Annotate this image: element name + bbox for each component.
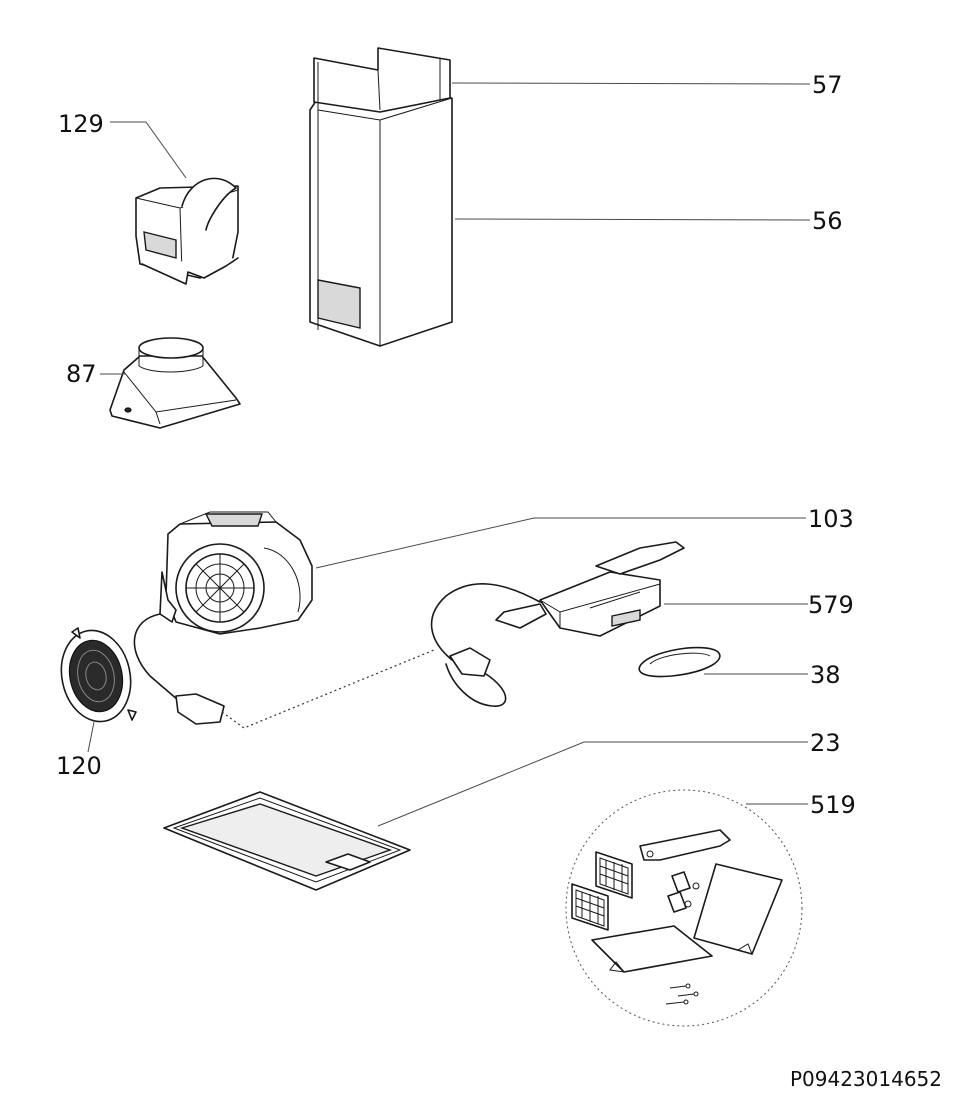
callout-57: 57 [812, 71, 843, 99]
callout-23: 23 [810, 729, 841, 757]
control-board-drawing [430, 541, 685, 707]
leader-23 [377, 741, 808, 827]
callout-129: 129 [58, 110, 104, 138]
callout-38: 38 [810, 661, 841, 689]
grease-filter-drawing [163, 791, 411, 891]
air-deflector-drawing [135, 177, 239, 285]
leader-120 [87, 721, 95, 753]
callout-56: 56 [812, 207, 843, 235]
leader-103 [315, 517, 806, 569]
callout-87: 87 [66, 360, 97, 388]
outlet-adapter-drawing [109, 337, 241, 429]
callout-labels: 57 56 129 87 103 579 38 120 23 519 [56, 71, 856, 819]
carbon-filter-drawing [60, 627, 137, 723]
leader-lines [87, 82, 811, 827]
connector-dotted-line [221, 649, 435, 729]
callout-103: 103 [808, 505, 854, 533]
motor-unit-drawing [133, 511, 313, 725]
chimney-drawing [309, 47, 453, 347]
callout-120: 120 [56, 752, 102, 780]
accessory-kit-drawing [565, 789, 803, 1027]
leader-56 [454, 218, 811, 221]
leader-57 [451, 82, 811, 85]
leader-129 [110, 121, 187, 179]
callout-579: 579 [808, 591, 854, 619]
reference-code: P09423014652 [790, 1067, 942, 1091]
callout-519: 519 [810, 791, 856, 819]
cover-drawing [638, 646, 721, 678]
